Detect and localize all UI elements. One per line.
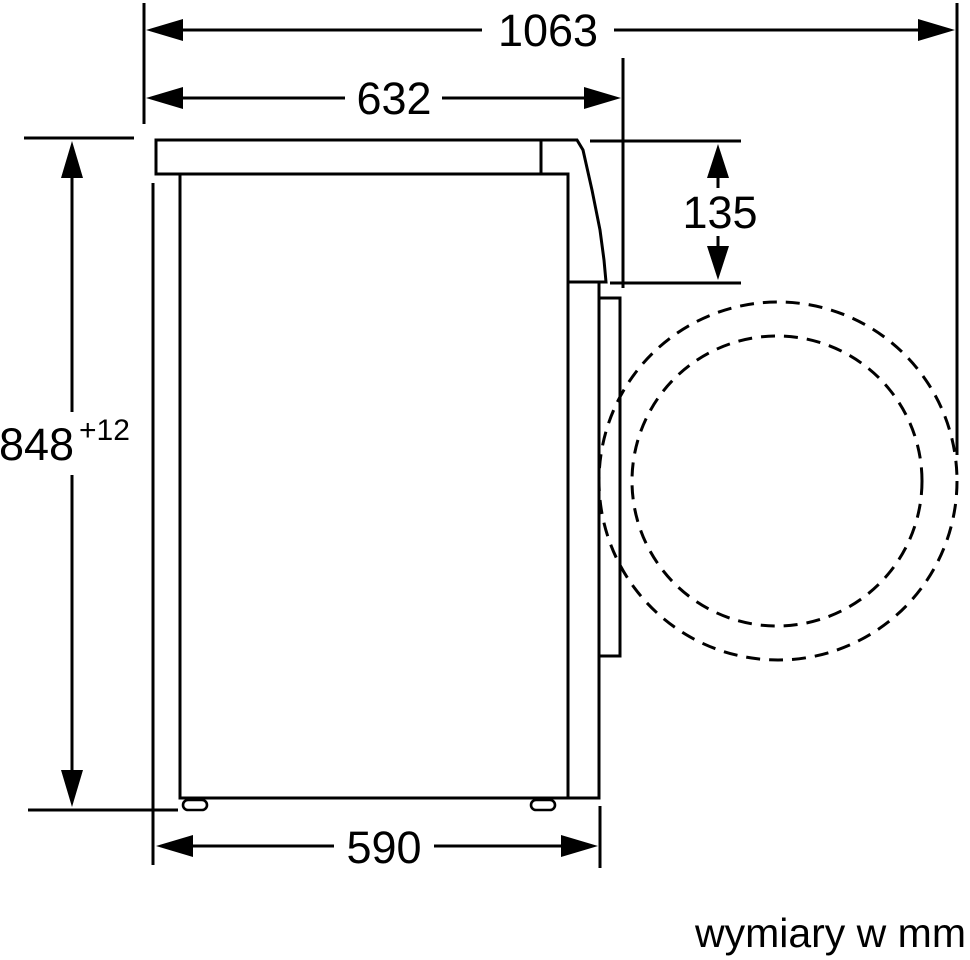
dimension-632: 632 xyxy=(146,58,625,288)
washing-machine-outline xyxy=(154,138,622,812)
foot-left xyxy=(181,798,209,812)
door-swing-inner-circle xyxy=(630,334,924,628)
arrow-down-icon xyxy=(61,770,83,807)
door-swing-outer-circle xyxy=(597,300,959,662)
dimension-135: 135 xyxy=(590,139,758,285)
dimension-label-848: 848 xyxy=(0,419,74,470)
dimension-label-135: 135 xyxy=(682,187,757,238)
unit-note: wymiary w mm xyxy=(694,910,966,956)
arrow-up-icon xyxy=(707,144,729,178)
door-swing xyxy=(597,300,959,662)
arrow-left-icon xyxy=(146,87,183,109)
dimension-1063: 1063 xyxy=(142,3,959,455)
dimension-label-632: 632 xyxy=(356,73,431,124)
arrow-down-icon xyxy=(707,246,729,280)
door-closed xyxy=(599,296,622,658)
machine-body xyxy=(178,174,601,800)
arrow-left-icon xyxy=(156,835,193,857)
arrow-up-icon xyxy=(61,141,83,178)
worktop xyxy=(154,138,608,284)
dimension-label-590: 590 xyxy=(346,822,421,873)
dimension-tolerance: +12 xyxy=(79,414,130,447)
arrow-left-icon xyxy=(146,19,183,41)
dimension-label-1063: 1063 xyxy=(498,5,598,56)
arrow-right-icon xyxy=(584,87,621,109)
arrow-right-icon xyxy=(561,835,598,857)
foot-right xyxy=(529,798,557,812)
dimension-848: 848 +12 xyxy=(0,136,178,812)
dimension-590: 590 xyxy=(151,183,602,873)
arrow-right-icon xyxy=(918,19,955,41)
